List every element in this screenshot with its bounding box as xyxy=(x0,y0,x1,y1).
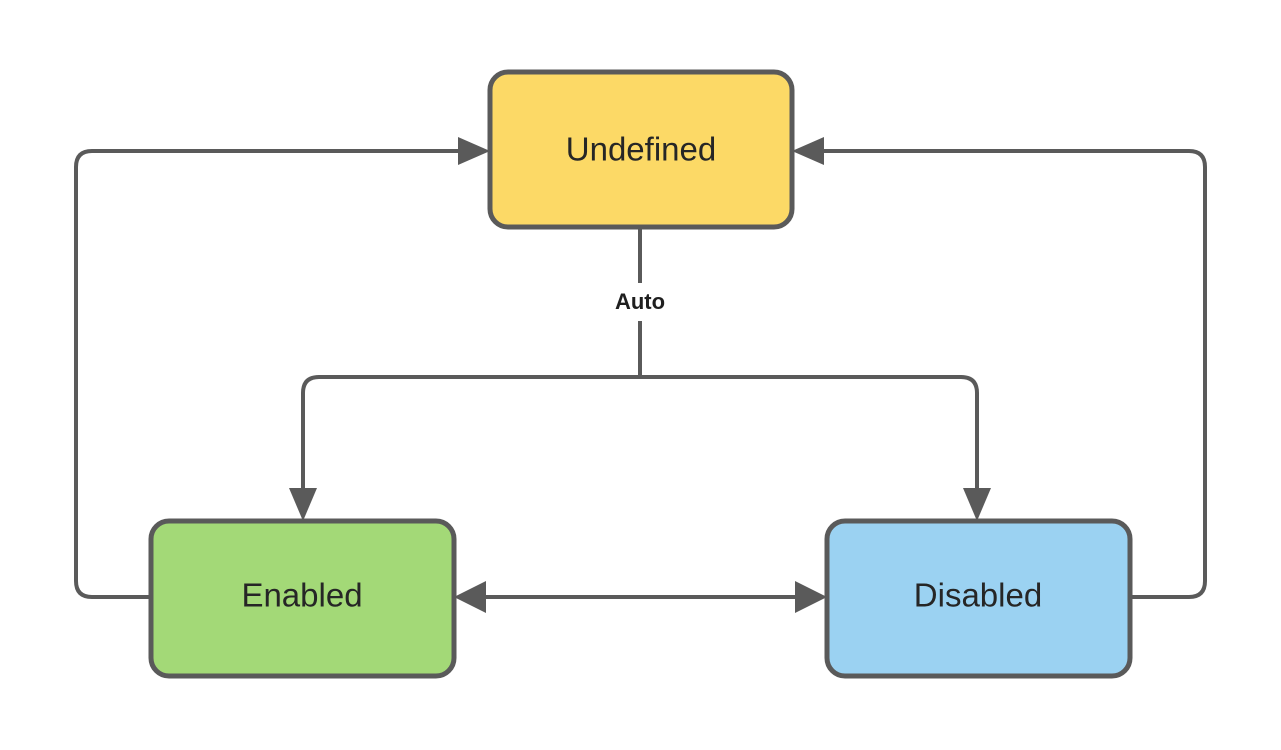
node-undefined-shape[interactable] xyxy=(487,69,795,230)
edge-enabled-to-undefined-path xyxy=(74,149,458,599)
node-undefined[interactable]: Undefined xyxy=(487,69,795,230)
edge-auto-label-backdrop xyxy=(592,283,688,321)
edge-auto-label: Auto xyxy=(615,289,665,314)
edge-auto-right-arm xyxy=(640,375,979,488)
node-enabled-label: Enabled xyxy=(241,577,362,614)
node-disabled-shape[interactable] xyxy=(824,518,1133,679)
edge-auto-branch: Auto xyxy=(289,227,991,521)
arrowhead-into-disabled xyxy=(963,488,991,521)
arrowhead-into-enabled-right-side xyxy=(454,581,486,613)
edge-enabled-to-undefined xyxy=(74,137,490,599)
node-enabled[interactable]: Enabled xyxy=(148,518,457,679)
node-enabled-shape[interactable] xyxy=(148,518,457,679)
arrowhead-into-undefined-left xyxy=(458,137,490,165)
edge-disabled-to-undefined-path xyxy=(824,149,1207,599)
node-disabled[interactable]: Disabled xyxy=(824,518,1133,679)
edge-disabled-to-undefined xyxy=(792,137,1207,599)
node-undefined-label: Undefined xyxy=(566,131,716,168)
arrowhead-into-undefined-right xyxy=(792,137,824,165)
node-disabled-label: Disabled xyxy=(914,577,1042,614)
edge-enabled-disabled-bidirectional xyxy=(454,581,827,613)
edge-auto-left-arm xyxy=(301,375,640,488)
arrowhead-into-disabled-left-side xyxy=(795,581,827,613)
arrowhead-into-enabled xyxy=(289,488,317,521)
